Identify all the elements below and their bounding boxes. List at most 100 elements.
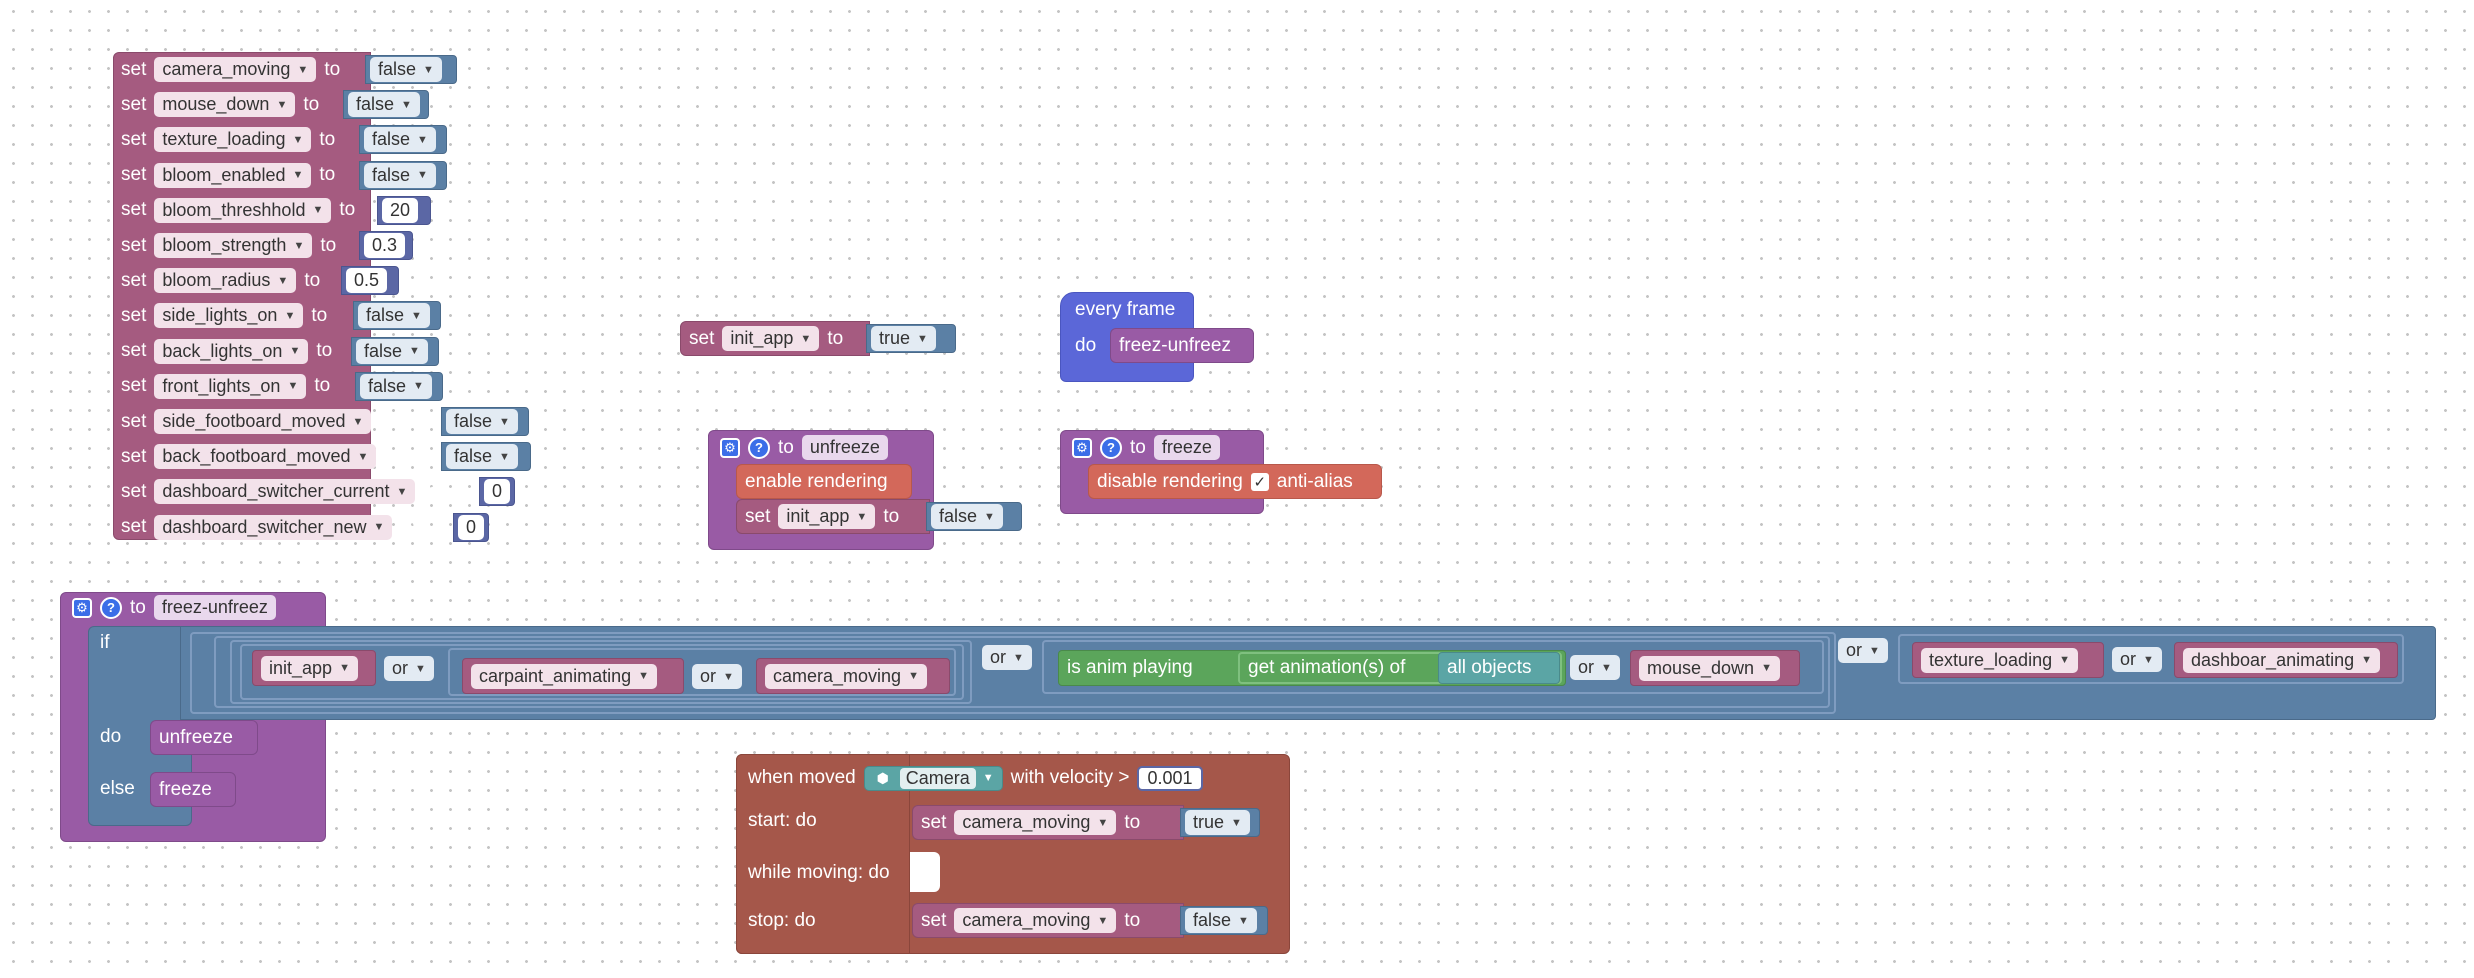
boolean-dropdown[interactable]: false▼ [360,373,432,399]
number-input[interactable]: 0 [484,479,511,505]
value-block[interactable]: false▼ [351,336,439,366]
variable-dropdown[interactable]: side_lights_on▼ [154,303,304,329]
var-carpaint-animating-block[interactable]: carpaint_animating ▼ [462,658,684,694]
or-dropdown[interactable]: or ▼ [692,664,742,689]
var-camera-moving-block[interactable]: camera_moving ▼ [756,658,950,694]
or-dropdown[interactable]: or ▼ [982,645,1032,670]
variable-dropdown[interactable]: init_app ▼ [722,326,820,351]
value-block[interactable]: true ▼ [866,324,956,353]
boolean-dropdown[interactable]: true ▼ [871,326,936,351]
var-texture-loading-block[interactable]: texture_loading ▼ [1912,642,2104,678]
enable-rendering-block[interactable]: enable rendering [736,464,912,499]
variable-dropdown[interactable]: carpaint_animating ▼ [471,663,657,689]
call-freez-unfreez-block[interactable]: freez-unfreez [1110,328,1254,363]
number-block[interactable]: 0 [479,477,515,507]
object-dropdown[interactable]: ⬢ Camera ▼ [863,765,1003,791]
set-camera-moving-true-block[interactable]: set camera_moving ▼ to [912,805,1184,840]
variable-dropdown[interactable]: bloom_threshhold▼ [154,197,332,223]
value-block[interactable]: false ▼ [1180,906,1268,935]
variable-dropdown[interactable]: back_lights_on▼ [154,338,309,364]
variable-dropdown[interactable]: camera_moving ▼ [954,908,1117,933]
variable-dropdown[interactable]: camera_moving ▼ [954,810,1117,835]
procedure-name-field[interactable]: freez-unfreez [153,595,276,620]
variable-dropdown[interactable]: init_app ▼ [778,504,876,529]
or-dropdown[interactable]: or ▼ [384,656,434,681]
call-unfreeze-block[interactable]: unfreeze [150,720,258,755]
number-block[interactable]: 0 [453,512,489,542]
value-block[interactable]: false▼ [355,371,443,401]
help-icon[interactable]: ? [1100,436,1122,459]
boolean-dropdown[interactable]: false▼ [370,57,442,82]
help-icon[interactable]: ? [748,436,770,459]
gear-icon[interactable]: ⚙ [72,597,92,618]
number-block[interactable]: 0.3 [359,231,413,260]
call-freeze-block[interactable]: freeze [150,772,236,807]
or-dropdown[interactable]: or ▼ [2112,647,2162,672]
var-dashboar-animating-block[interactable]: dashboar_animating ▼ [2174,642,2398,678]
boolean-dropdown[interactable]: false▼ [364,127,436,153]
boolean-dropdown[interactable]: false▼ [348,92,420,118]
boolean-dropdown[interactable]: false▼ [358,303,430,329]
variable-dropdown[interactable]: mouse_down ▼ [1639,655,1780,681]
velocity-input[interactable]: 0.001 [1137,765,1203,791]
boolean-dropdown[interactable]: false ▼ [931,504,1003,529]
or-dropdown[interactable]: or ▼ [1838,638,1888,663]
boolean-dropdown[interactable]: false ▼ [1185,908,1257,933]
value-block[interactable]: false▼ [343,90,429,120]
variable-dropdown[interactable]: dashboard_switcher_current▼ [154,479,416,505]
number-block[interactable]: 0.5 [341,266,399,296]
set-camera-moving-false-block[interactable]: set camera_moving ▼ to [912,903,1184,938]
number-input[interactable]: 0.3 [364,233,406,258]
number-input[interactable]: 0 [458,514,485,540]
value-block[interactable]: true ▼ [1180,808,1260,837]
help-icon[interactable]: ? [100,596,122,619]
value-block[interactable]: false▼ [359,125,447,155]
value-block[interactable]: false▼ [365,55,457,84]
disable-rendering-block[interactable]: disable rendering ✓ anti-alias [1088,464,1382,499]
number-input[interactable]: 0.5 [346,268,388,294]
while-moving-slot[interactable] [910,852,940,892]
variable-dropdown[interactable]: mouse_down▼ [154,92,296,118]
variable-dropdown[interactable]: camera_moving▼ [154,57,317,82]
variable-dropdown[interactable]: texture_loading ▼ [1921,647,2078,673]
value-block[interactable]: false▼ [441,407,529,436]
set-init-app-false-block[interactable]: set init_app ▼ to [736,499,930,534]
anti-alias-checkbox[interactable]: ✓ [1250,472,1269,491]
gear-icon[interactable]: ⚙ [720,437,740,458]
procedure-name-field[interactable]: unfreeze [801,435,888,460]
boolean-dropdown[interactable]: false▼ [446,409,518,434]
variable-dropdown[interactable]: back_footboard_moved▼ [154,444,377,470]
variable-dropdown[interactable]: bloom_strength▼ [154,233,313,258]
variable-dropdown[interactable]: side_footboard_moved▼ [154,409,372,434]
value-block[interactable]: false ▼ [926,502,1022,531]
boolean-dropdown[interactable]: false▼ [356,338,428,364]
number-input[interactable]: 20 [382,197,419,223]
boolean-dropdown[interactable]: false▼ [364,162,436,188]
var-init-app-block[interactable]: init_app ▼ [252,650,376,686]
all-objects-block[interactable]: all objects [1438,652,1560,684]
or-dropdown[interactable]: or ▼ [1570,655,1620,680]
variable-dropdown[interactable]: dashboard_switcher_new▼ [154,514,393,540]
variable-dropdown[interactable]: bloom_radius▼ [154,268,297,294]
var-mouse-down-block[interactable]: mouse_down ▼ [1630,650,1800,686]
procedure-name-field[interactable]: freeze [1153,435,1220,460]
variable-dropdown[interactable]: front_lights_on▼ [154,373,307,399]
gear-icon[interactable]: ⚙ [1072,437,1092,458]
set-init-app-block[interactable]: set init_app ▼ to [680,321,870,356]
variable-dropdown[interactable]: camera_moving ▼ [765,663,927,689]
value-block[interactable]: false▼ [359,160,447,190]
variable-dropdown[interactable]: bloom_enabled▼ [154,162,312,188]
